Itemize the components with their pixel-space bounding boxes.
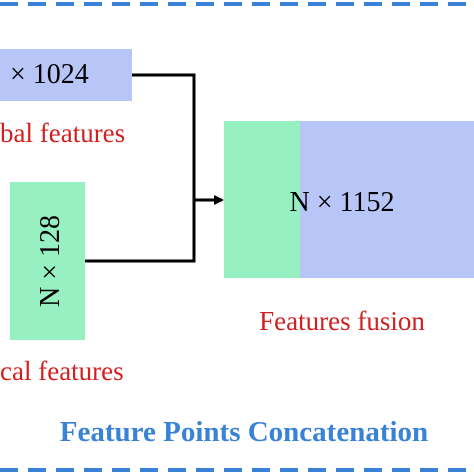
fusion-green-segment [224, 121, 300, 278]
global-features-box [0, 49, 132, 101]
local-features-dim-text: N × 128 [35, 215, 66, 307]
local-features-label: cal features [0, 356, 124, 386]
local-features-box [10, 182, 85, 340]
fusion-blue-segment [300, 121, 474, 278]
diagram-title: Feature Points Concatenation [60, 416, 428, 448]
global-connector-line [132, 73, 196, 200]
fusion-label: Features fusion [259, 306, 425, 336]
local-connector-line [85, 200, 196, 263]
global-features-dim-text: × 1024 [10, 59, 89, 90]
fusion-dim-text: N × 1152 [290, 187, 395, 218]
global-features-label: bal features [0, 118, 125, 148]
